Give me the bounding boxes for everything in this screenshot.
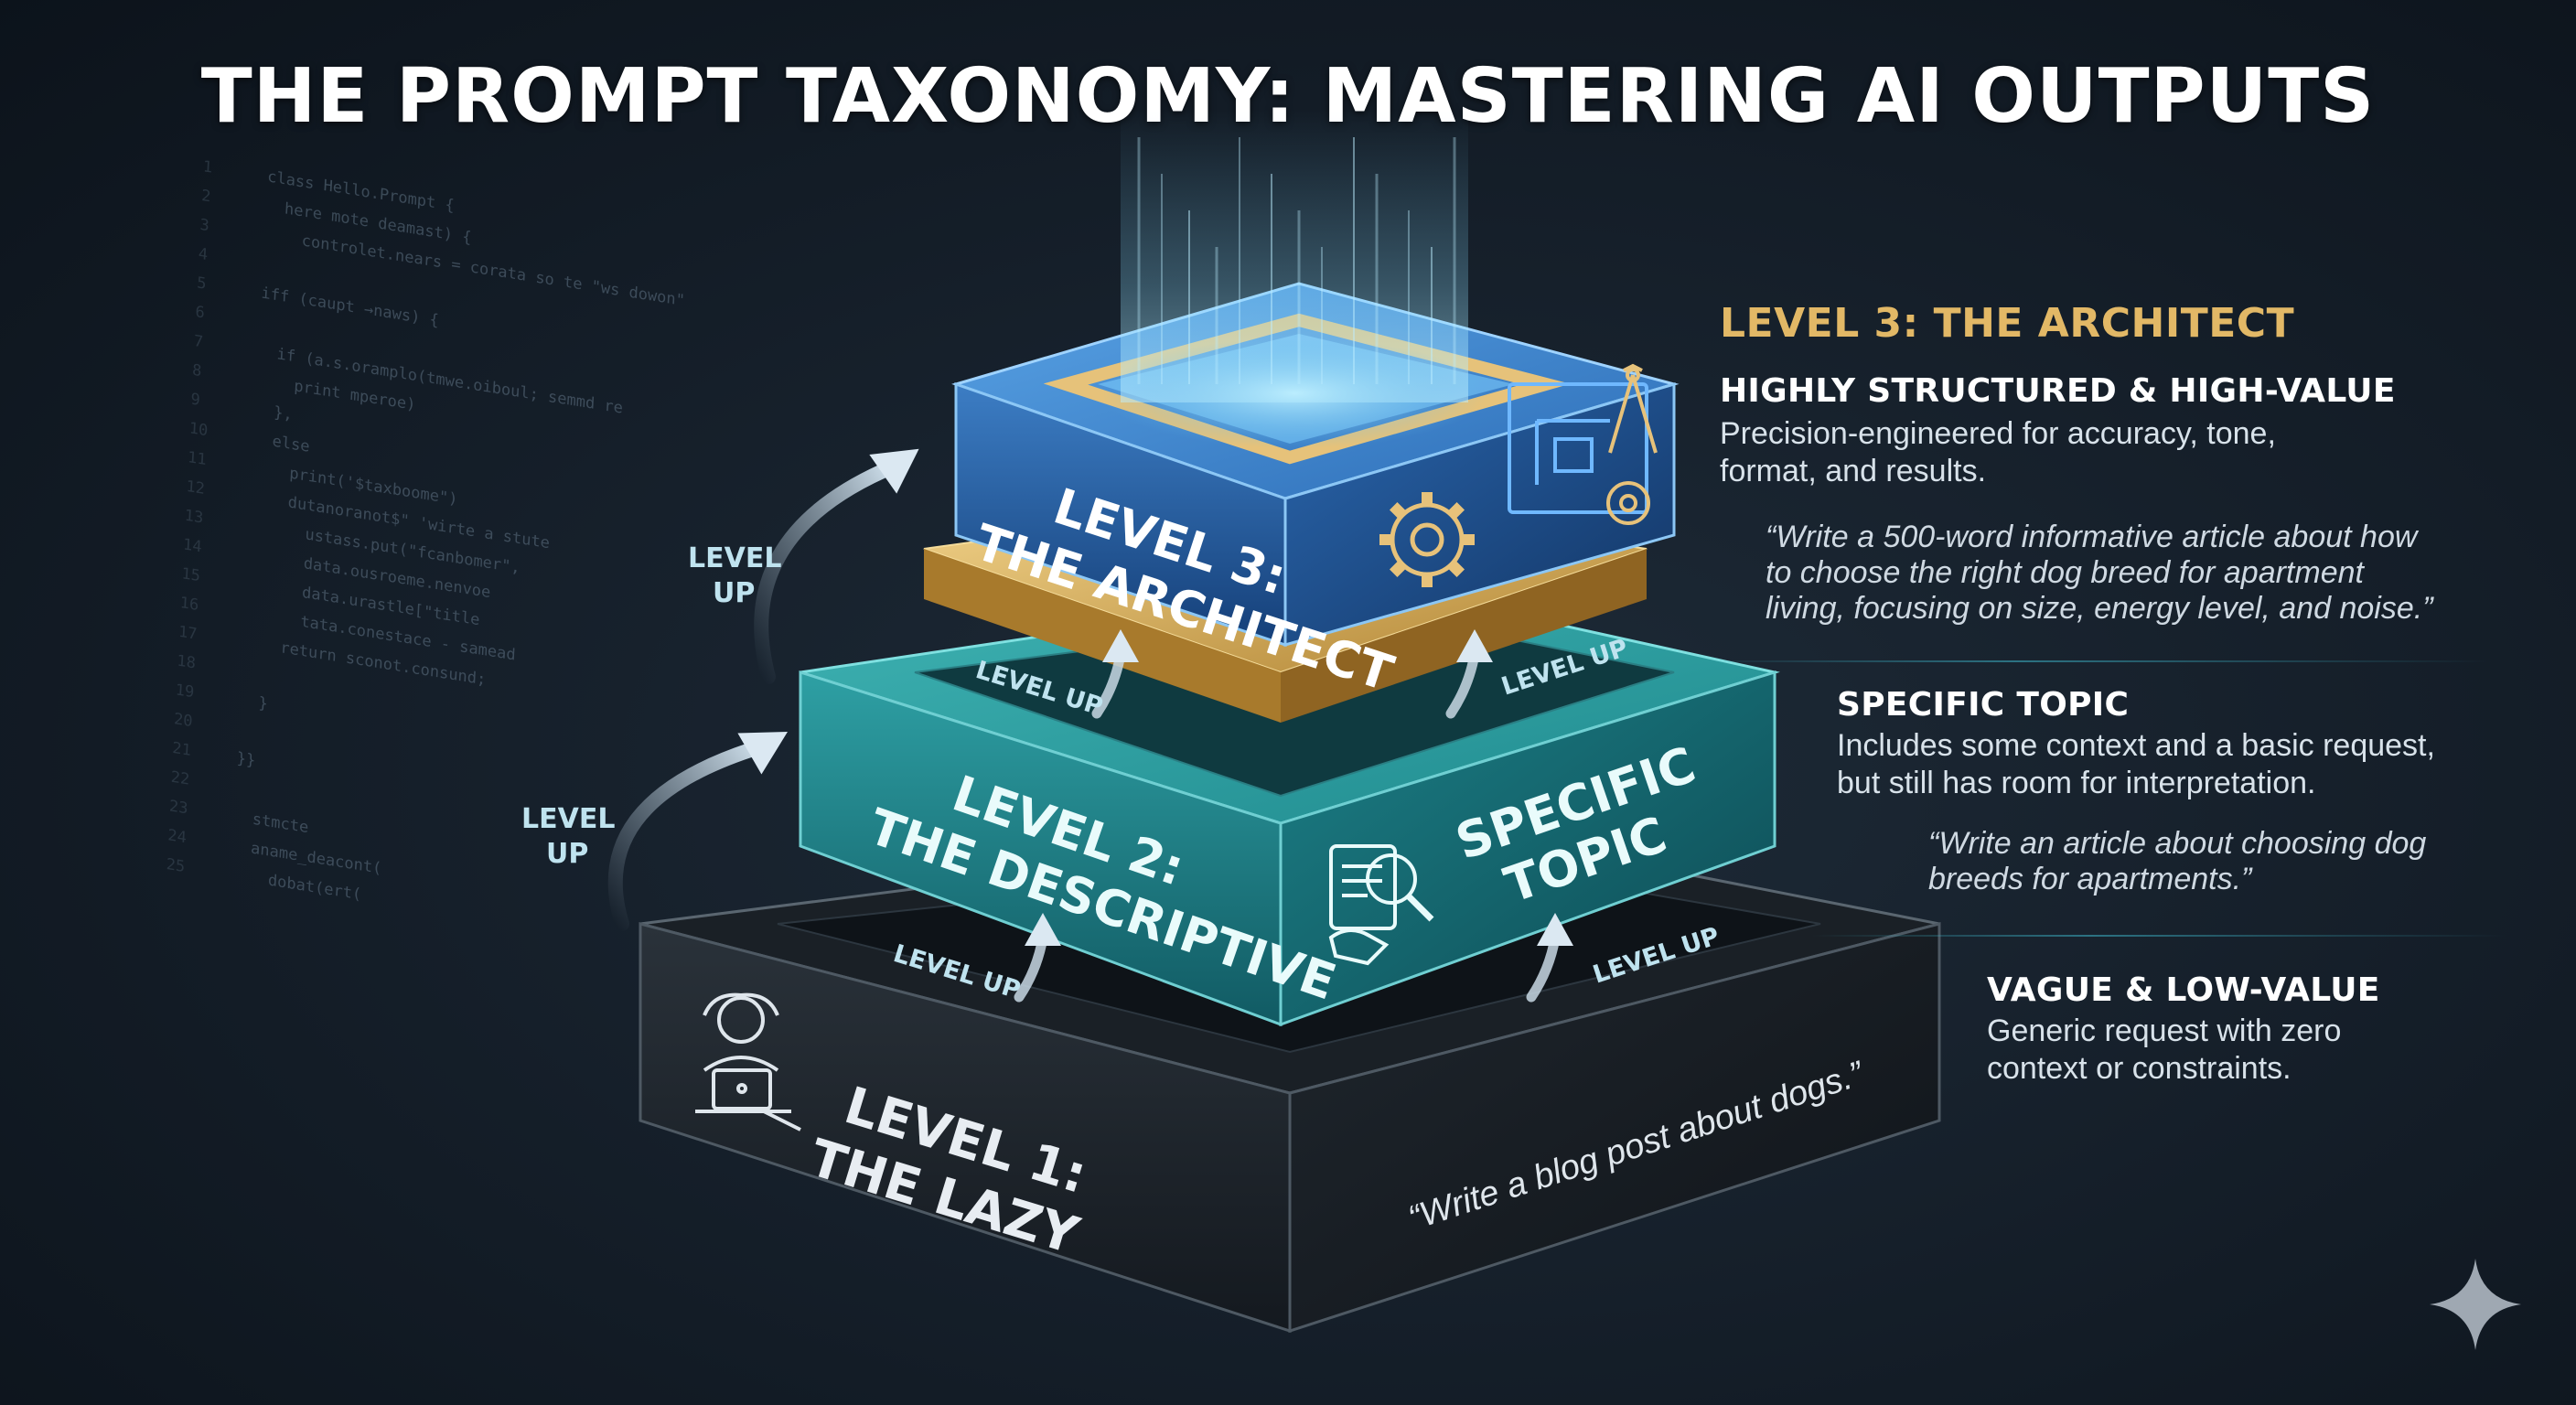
level3-panel-quote2: to choose the right dog breed for apartm… (1766, 555, 2364, 590)
level3-panel-subheading: HIGHLY STRUCTURED & HIGH-VALUE (1720, 372, 2396, 410)
gear-icon (1379, 492, 1475, 587)
divider (1811, 935, 2506, 937)
level1-panel-desc1: Generic request with zero (1987, 1014, 2342, 1048)
gear-tooth (1447, 560, 1465, 578)
level1-panel-desc2: context or constraints. (1987, 1051, 2292, 1086)
level2-panel-desc1: Includes some context and a basic reques… (1837, 728, 2435, 763)
level-up-arrow-icon (1014, 913, 1061, 1003)
level1-panel-subheading: VAGUE & LOW-VALUE (1987, 971, 2380, 1009)
level-up-arrow-icon (1526, 913, 1573, 1003)
sparkle-icon (2430, 1259, 2521, 1350)
magnifier-document-icon (1328, 844, 1434, 966)
blueprint-gear-icon (1508, 363, 1658, 525)
gear-tooth (1447, 501, 1465, 520)
level2-panel-quote1: “Write an article about choosing dog (1928, 826, 2427, 861)
level2-panel: SPECIFIC TOPIC Includes some context and… (1837, 686, 2550, 897)
level2-panel-desc2: but still has room for interpretation. (1837, 766, 2316, 800)
level-up-arrow-icon (754, 448, 919, 684)
divider (1701, 660, 2488, 662)
level3-panel: LEVEL 3: THE ARCHITECT HIGHLY STRUCTURED… (1720, 300, 2525, 627)
gear-tooth (1389, 560, 1407, 578)
level2-panel-subheading: SPECIFIC TOPIC (1837, 686, 2130, 724)
level-up-label: UP (713, 577, 755, 609)
level-up-arrow-icon (1091, 629, 1139, 719)
level-up-arrow-icon (607, 732, 788, 931)
level1-panel: VAGUE & LOW-VALUE Generic request with z… (1987, 971, 2536, 1088)
gear-tooth (1389, 501, 1407, 520)
level-up-label: UP (546, 838, 588, 870)
level3-panel-quote1: “Write a 500-word informative article ab… (1766, 520, 2418, 554)
level3-panel-heading: LEVEL 3: THE ARCHITECT (1720, 300, 2295, 347)
level2-right-face (1279, 670, 1776, 1027)
level1-right-face (1288, 922, 1941, 1334)
level3-panel-quote3: living, focusing on size, energy level, … (1766, 591, 2433, 626)
light-beam (1102, 110, 1487, 448)
person-laptop-icon (695, 992, 801, 1132)
level-up-label: LEVEL (688, 542, 781, 574)
level-up-label: LEVEL (521, 803, 615, 835)
level3-panel-desc1: Precision-engineered for accuracy, tone, (1720, 416, 2276, 451)
level-up-arrow-icon (1445, 629, 1493, 719)
level3-panel-desc2: format, and results. (1720, 454, 1987, 488)
level2-panel-quote2: breeds for apartments.” (1928, 862, 2252, 896)
